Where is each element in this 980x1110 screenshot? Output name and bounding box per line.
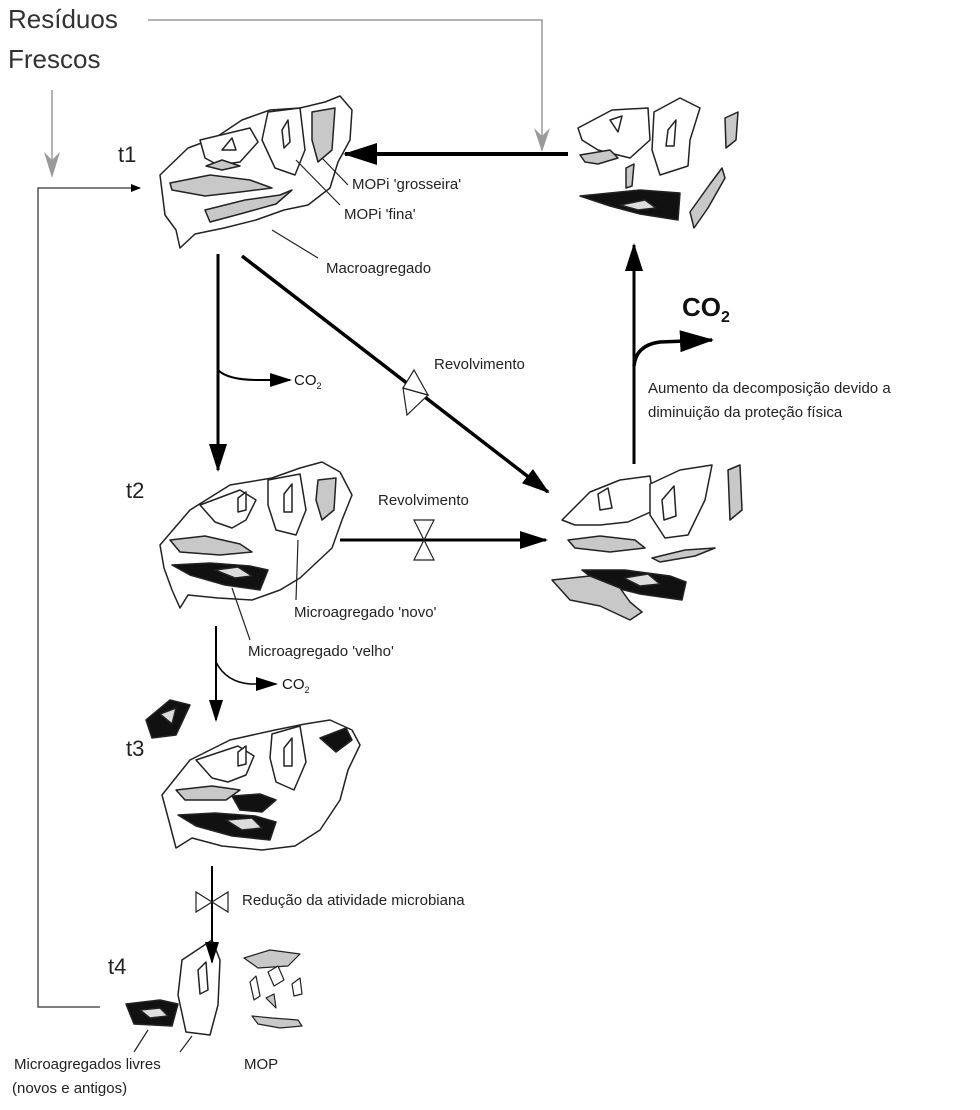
t4-leader-lines — [134, 1030, 192, 1052]
fragmented-aggregate-top-right — [578, 98, 738, 228]
arrow-t1-to-fragmented-diagonal — [242, 256, 548, 492]
label-reducao-atividade: Redução da atividade microbiana — [242, 892, 465, 909]
label-microagregado-novo: Microagregado 'novo' — [294, 604, 436, 621]
label-macroagregado: Macroagregado — [326, 260, 431, 277]
fragmented-aggregate-middle-right — [552, 465, 742, 620]
time-label-t1: t1 — [118, 142, 136, 168]
macroaggregate-t2 — [160, 462, 352, 608]
co2-label-t1: CO2 — [294, 372, 322, 391]
co2-branch-t1 — [218, 370, 290, 380]
macroaggregate-t1 — [160, 96, 352, 248]
label-mopi-grosseira: MOPi 'grosseira' — [352, 176, 461, 193]
recycle-loop-line — [38, 188, 140, 1007]
time-label-t2: t2 — [126, 478, 144, 504]
co2-label-right: CO2 — [682, 292, 730, 327]
label-microagregados-livres-line1: Microagregados livres — [14, 1056, 161, 1073]
label-mop: MOP — [244, 1056, 278, 1073]
label-aumento-line1: Aumento da decomposição devido a — [648, 380, 891, 397]
label-aumento-line2: diminuição da proteção física — [648, 404, 842, 421]
fresh-residues-label-line1: Resíduos — [8, 4, 118, 34]
time-label-t4: t4 — [108, 954, 126, 980]
valve-diagonal — [403, 370, 428, 415]
label-microagregados-livres-line2: (novos e antigos) — [12, 1080, 127, 1097]
label-mopi-fina: MOPi 'fina' — [344, 206, 416, 223]
co2-label-t2: CO2 — [282, 676, 310, 695]
co2-branch-t2 — [216, 662, 276, 684]
fresh-residues-label-line2: Frescos — [8, 44, 100, 74]
time-label-t3: t3 — [126, 736, 144, 762]
label-revolvimento-horizontal: Revolvimento — [378, 492, 469, 509]
label-revolvimento-diagonal: Revolvimento — [434, 356, 525, 373]
macroaggregate-t3 — [162, 720, 360, 850]
label-microagregado-velho: Microagregado 'velho' — [248, 643, 394, 660]
mop-fragments-t4 — [244, 950, 302, 1028]
co2-branch-right — [634, 340, 712, 366]
